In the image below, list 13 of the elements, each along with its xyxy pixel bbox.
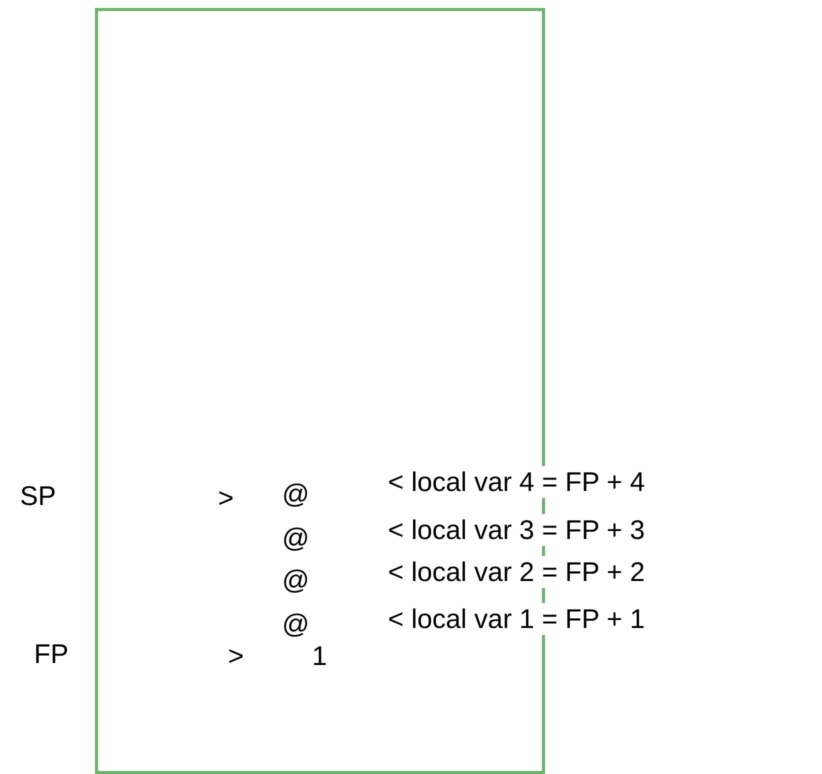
stack-slot-mark: @ [282,522,310,554]
stack-value: 1 [312,640,328,672]
variable-note: < local var 4 = FP + 4 [388,466,645,498]
variable-note: < local var 1 = FP + 1 [388,603,645,635]
variable-note: < local var 2 = FP + 2 [388,556,645,588]
register-label: SP [20,480,56,512]
stack-slot-mark: @ [282,608,310,640]
register-label: FP [34,638,69,670]
variable-note: < local var 3 = FP + 3 [388,514,645,546]
stack-slot-mark: @ [282,564,310,596]
pointer-arrow-mark: > [218,482,234,514]
pointer-arrow-mark: > [228,640,244,672]
stack-slot-mark: @ [282,478,310,510]
